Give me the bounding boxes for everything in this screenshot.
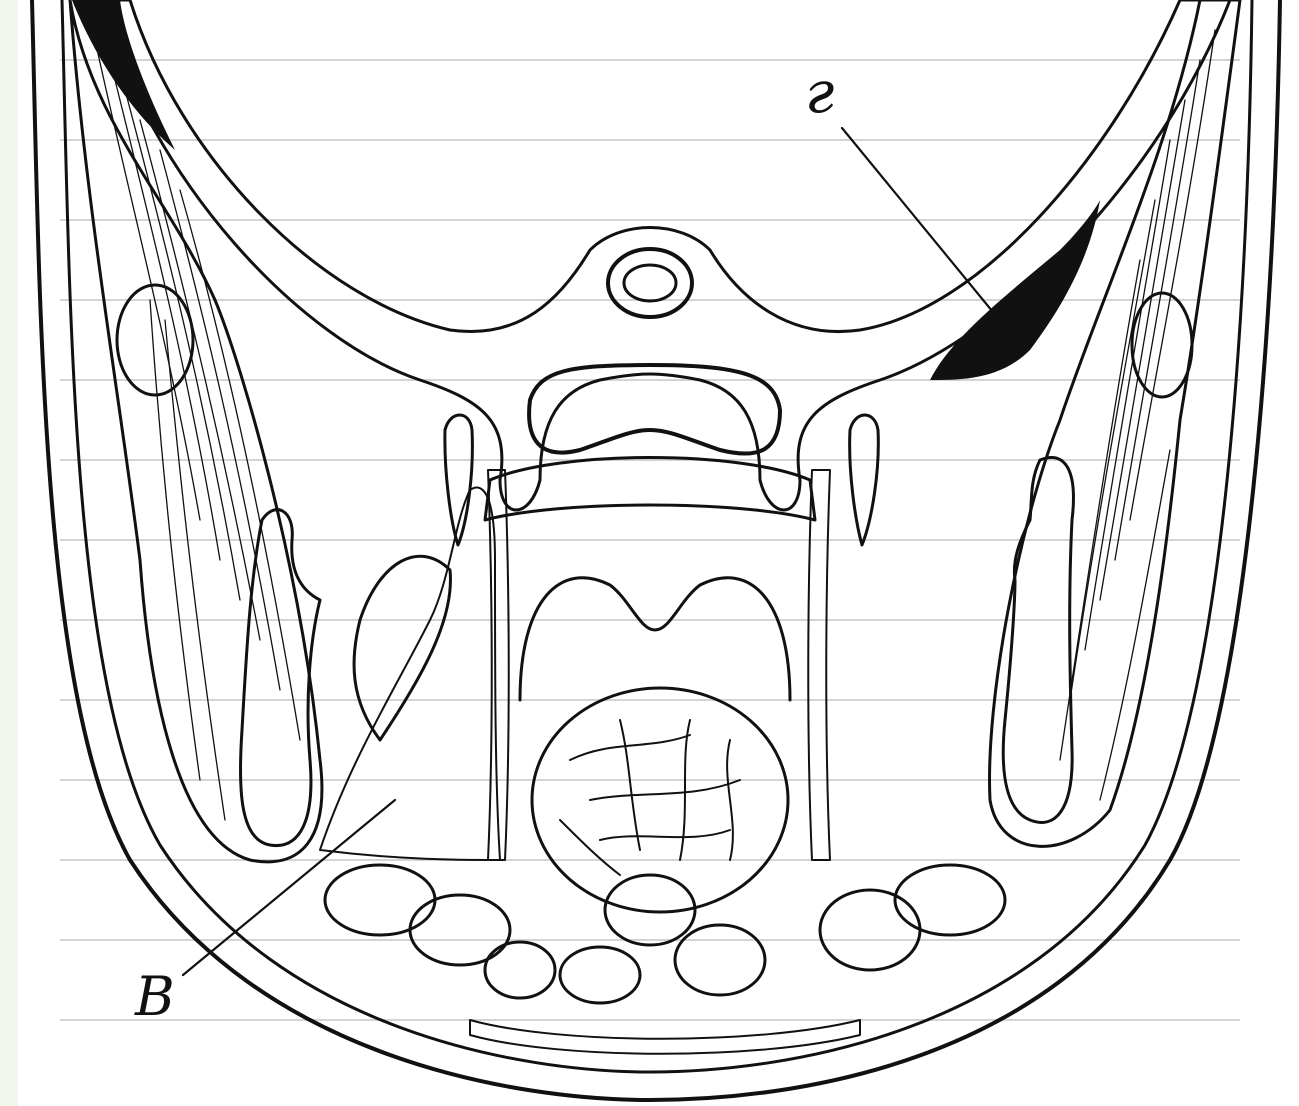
label-g: г	[805, 58, 834, 126]
label-v: В	[134, 965, 175, 1028]
